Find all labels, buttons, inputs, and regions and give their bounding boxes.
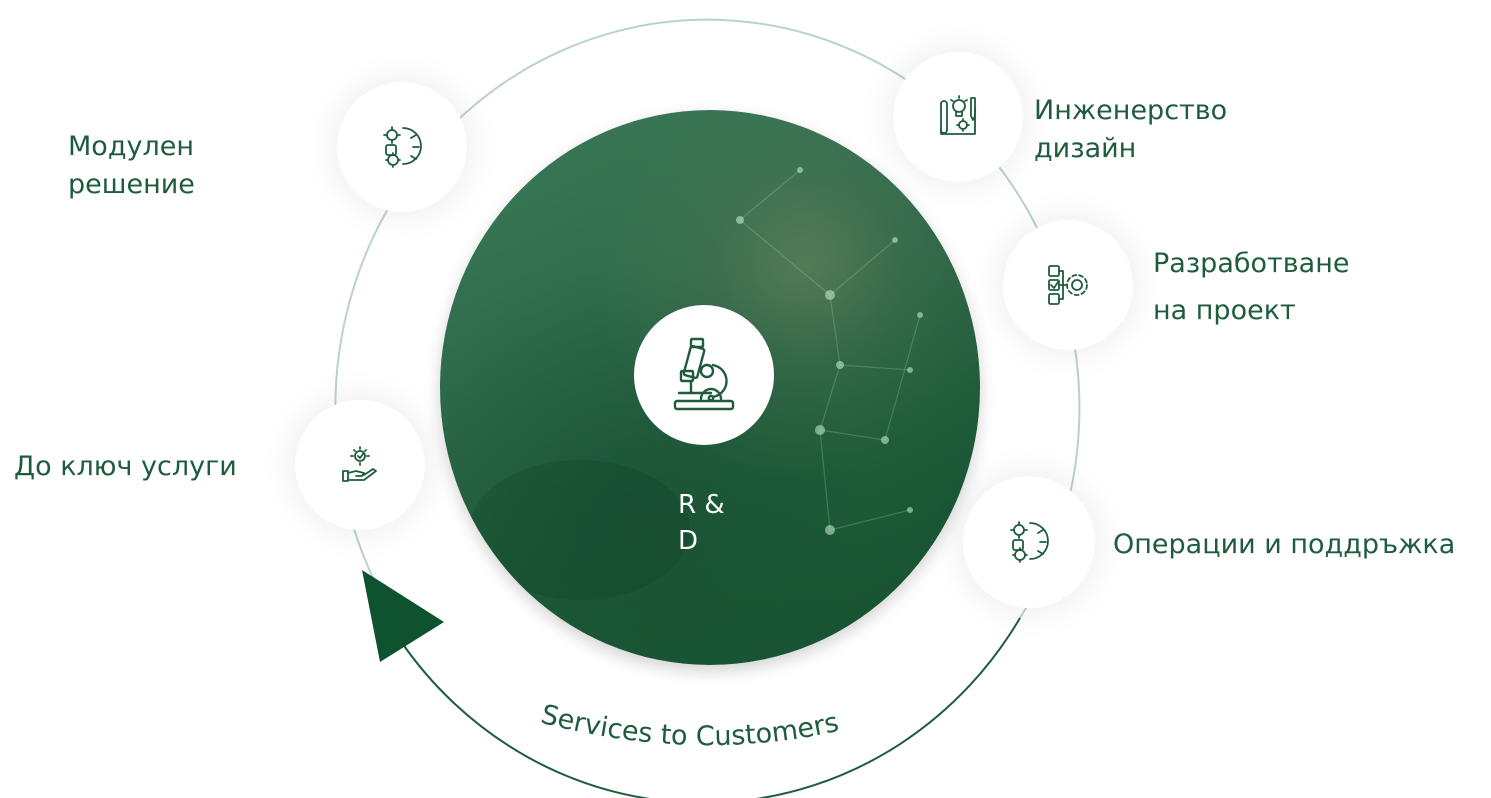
node-operations-support[interactable]	[963, 476, 1095, 608]
node-engineering-design[interactable]	[893, 52, 1023, 182]
rd-hub	[634, 305, 774, 445]
hand-gear-icon	[342, 446, 377, 482]
node-project-development[interactable]	[1003, 220, 1133, 350]
orbit-ring	[334, 18, 1081, 619]
node-label-modular-solution: Модулен решение	[68, 131, 195, 200]
node-label-engineering-design: Инженерство дизайн	[1034, 95, 1228, 164]
orbit-bottom-arc	[399, 617, 1021, 798]
network-background	[470, 167, 923, 600]
checklist-gear-icon	[1048, 265, 1088, 305]
node-modular-solution[interactable]	[337, 82, 467, 212]
gear-bulb-icon	[383, 126, 422, 168]
gear-bulb-icon	[1010, 521, 1049, 563]
cycle-arrow	[362, 570, 444, 662]
microscope-icon	[673, 337, 735, 411]
blueprint-bulb-icon	[940, 95, 976, 135]
rd-hub-label: R & D	[678, 490, 733, 556]
node-label-operations-support: Операции и поддръжка	[1113, 529, 1456, 560]
node-label-project-development: Разработване на проект	[1153, 248, 1350, 326]
cycle-caption: Services to Customers	[538, 699, 842, 752]
node-turnkey-services[interactable]	[295, 400, 425, 530]
node-label-turnkey-services: До ключ услуги	[14, 451, 237, 482]
